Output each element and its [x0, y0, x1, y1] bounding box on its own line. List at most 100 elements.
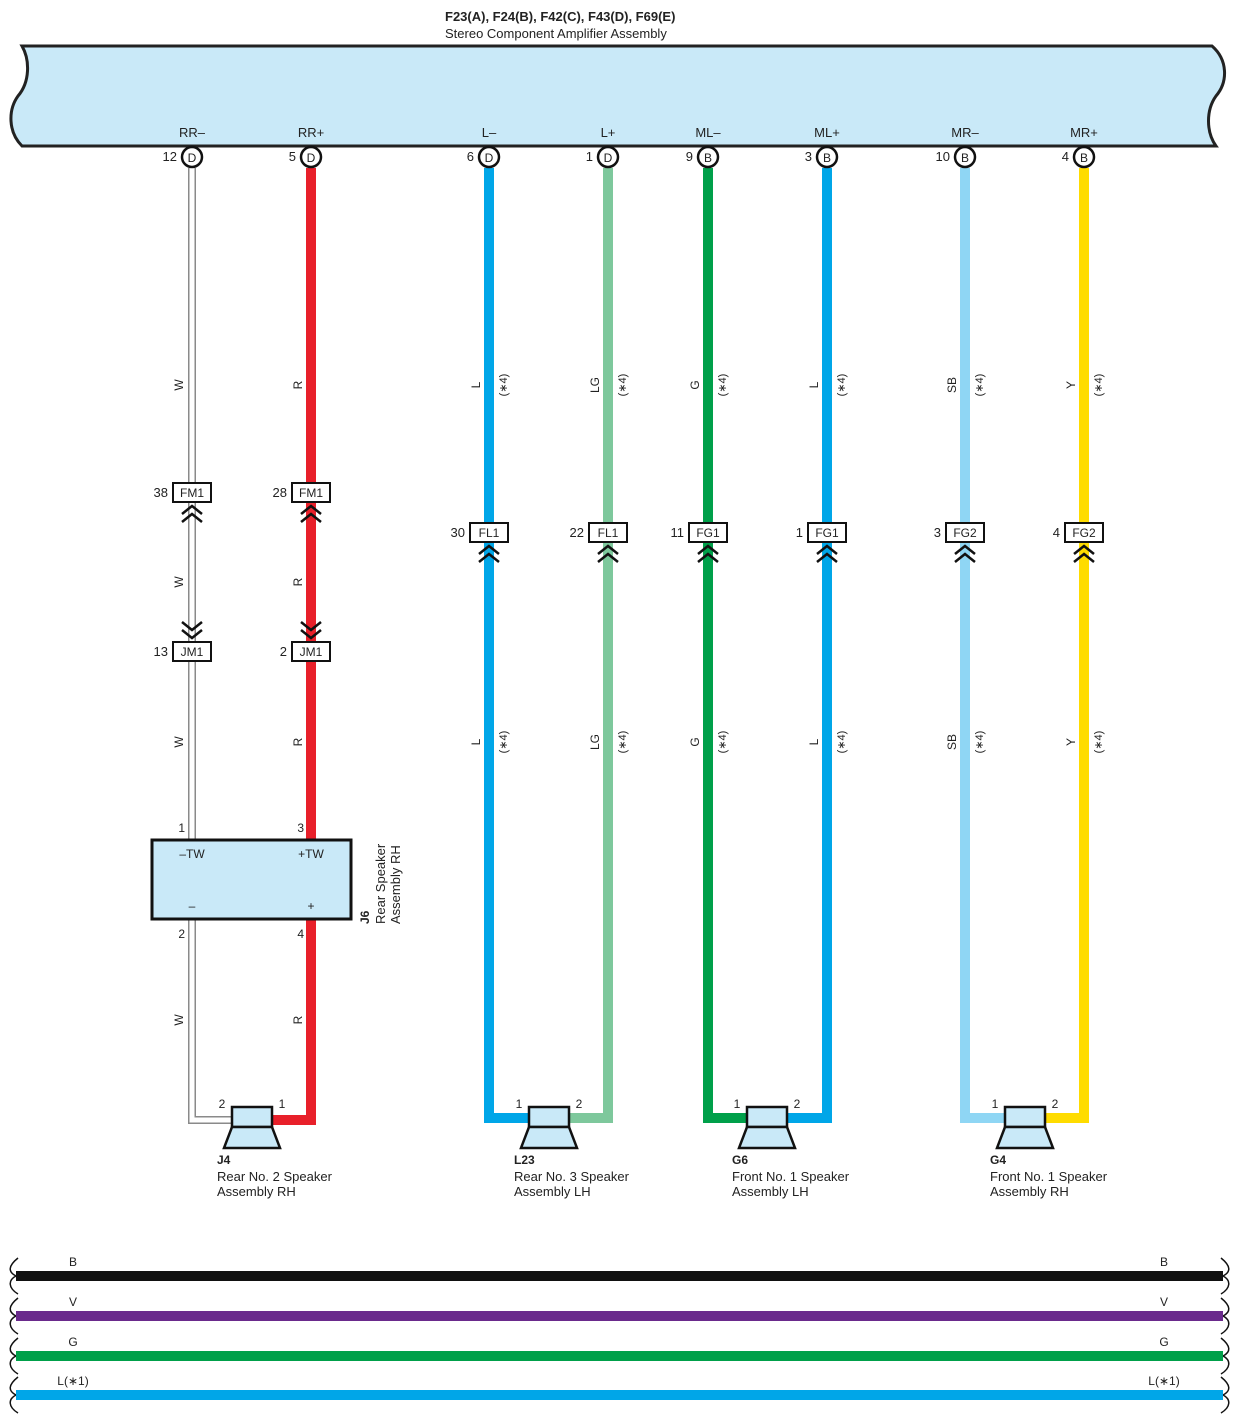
speaker-j4: 2 1 J4 Rear No. 2 Speaker Assembly RH	[217, 1097, 333, 1199]
junction-connectors: FM1 38 FM1 28 JM1 13 JM1 2	[154, 482, 1104, 662]
junction-pin: 1	[796, 525, 803, 540]
junction-name: FM1	[299, 486, 323, 500]
speaker-name: Front No. 1 Speaker	[732, 1169, 850, 1184]
terminal-conn: D	[485, 151, 494, 165]
junction-fg1-11: FG1 11	[671, 522, 728, 563]
terminal-pin: 6	[467, 149, 474, 164]
bus-label: B	[69, 1255, 77, 1269]
terminal-conn: D	[604, 151, 613, 165]
wire-note: (∗4)	[717, 731, 729, 754]
bus-label: V	[69, 1295, 77, 1309]
terminal-ml-plus: B 3	[805, 145, 839, 169]
wire-label: L	[807, 738, 821, 745]
terminal-pin: 1	[586, 149, 593, 164]
wire-label: R	[291, 380, 305, 389]
bus-label: B	[1160, 1255, 1168, 1269]
junction-pin: 2	[280, 644, 287, 659]
wire-label: W	[172, 379, 186, 391]
wire-label: R	[291, 737, 305, 746]
speaker-l23: 1 2 L23 Rear No. 3 Speaker Assembly LH	[514, 1097, 630, 1199]
wire-note: (∗4)	[498, 374, 510, 397]
junction-name: FG1	[815, 526, 839, 540]
amp-terminal-names: RR– RR+ L– L+ ML– ML+ MR– MR+	[179, 125, 1098, 140]
junction-jm1-2: JM1 2	[280, 621, 331, 662]
wire-note: (∗4)	[717, 374, 729, 397]
bus-label: L(∗1)	[57, 1374, 88, 1388]
j6-neg: –	[189, 899, 196, 913]
wire-label: R	[291, 1015, 305, 1024]
junction-name: FL1	[598, 526, 619, 540]
j6-pos: +	[307, 899, 314, 913]
wire-note: (∗4)	[974, 731, 986, 754]
speaker-pin: 1	[992, 1097, 999, 1111]
junction-pin: 3	[934, 525, 941, 540]
wire-label: L	[807, 381, 821, 388]
terminal-name: MR–	[951, 125, 979, 140]
amp-connector-codes: F23(A), F24(B), F42(C), F43(D), F69(E)	[445, 9, 675, 24]
j6-code: J6	[358, 910, 372, 924]
wire-y-g4	[1044, 168, 1089, 1123]
wire-note: (∗4)	[836, 374, 848, 397]
terminal-conn: B	[823, 151, 831, 165]
bus-line-g: G G	[9, 1335, 1230, 1375]
speaker-pin: 1	[279, 1097, 286, 1111]
speaker-pin: 2	[219, 1097, 226, 1111]
junction-name: FG2	[1072, 526, 1096, 540]
wire-note: (∗4)	[617, 731, 629, 754]
terminal-conn: B	[1080, 151, 1088, 165]
speaker-name: Assembly RH	[990, 1184, 1069, 1199]
terminal-name: L–	[482, 125, 497, 140]
speaker-name: Front No. 1 Speaker	[990, 1169, 1108, 1184]
bus-label: G	[68, 1335, 77, 1349]
speaker-code: G6	[732, 1153, 748, 1167]
speaker-pin: 2	[576, 1097, 583, 1111]
junction-pin: 13	[154, 644, 168, 659]
bus-line-l: L(∗1) L(∗1)	[9, 1374, 1230, 1414]
wire-note: (∗4)	[617, 374, 629, 397]
amplifier-body	[9, 44, 1226, 148]
junction-pin: 11	[671, 525, 685, 540]
wire-label: SB	[945, 377, 959, 393]
j6-rear-speaker-assembly: –TW +TW – + 1 3 2 4 J6 Rear Speaker Asse…	[150, 821, 403, 941]
wire-g-g6	[703, 168, 748, 1123]
wire-label: LG	[588, 377, 602, 393]
wire-label: R	[291, 577, 305, 586]
wire-label: SB	[945, 734, 959, 750]
terminal-pin: 5	[289, 149, 296, 164]
junction-name: FM1	[180, 486, 204, 500]
junction-pin: 38	[154, 485, 168, 500]
speaker-g6: 1 2 G6 Front No. 1 Speaker Assembly LH	[732, 1097, 850, 1199]
speaker-name: Assembly LH	[514, 1184, 591, 1199]
junction-pin: 28	[273, 485, 287, 500]
wire-label: G	[688, 737, 702, 746]
j6-pos-tw: +TW	[298, 847, 324, 861]
bus-label: V	[1160, 1295, 1168, 1309]
terminal-mr-minus: B 10	[936, 145, 977, 169]
terminal-name: RR–	[179, 125, 206, 140]
terminal-conn: D	[188, 151, 197, 165]
junction-pin: 30	[451, 525, 465, 540]
junction-fl1-30: FL1 30	[451, 522, 509, 563]
j6-pin: 3	[297, 821, 304, 835]
speaker-pin: 2	[794, 1097, 801, 1111]
terminal-ml-minus: B 9	[686, 145, 720, 169]
speaker-code: J4	[217, 1153, 231, 1167]
junction-name: FG1	[696, 526, 720, 540]
terminal-name: RR+	[298, 125, 324, 140]
terminal-pin: 12	[163, 149, 177, 164]
amp-terminals: D 12 D 5 D 6 D 1 B 9 B 3 B	[163, 145, 1096, 169]
wire-l-l23	[484, 168, 530, 1123]
terminal-conn: B	[704, 151, 712, 165]
speaker-code: L23	[514, 1153, 535, 1167]
wire-lg-l23	[568, 168, 613, 1123]
junction-fm1-38: FM1 38	[154, 482, 212, 523]
wire-label: W	[172, 576, 186, 588]
speaker-pin: 2	[1052, 1097, 1059, 1111]
junction-fl1-22: FL1 22	[570, 522, 628, 563]
j6-pin: 1	[178, 821, 185, 835]
bus-label: L(∗1)	[1148, 1374, 1179, 1388]
bus-line-b: B B	[9, 1255, 1230, 1295]
wire-label: G	[688, 380, 702, 389]
speaker-name: Rear No. 2 Speaker	[217, 1169, 333, 1184]
